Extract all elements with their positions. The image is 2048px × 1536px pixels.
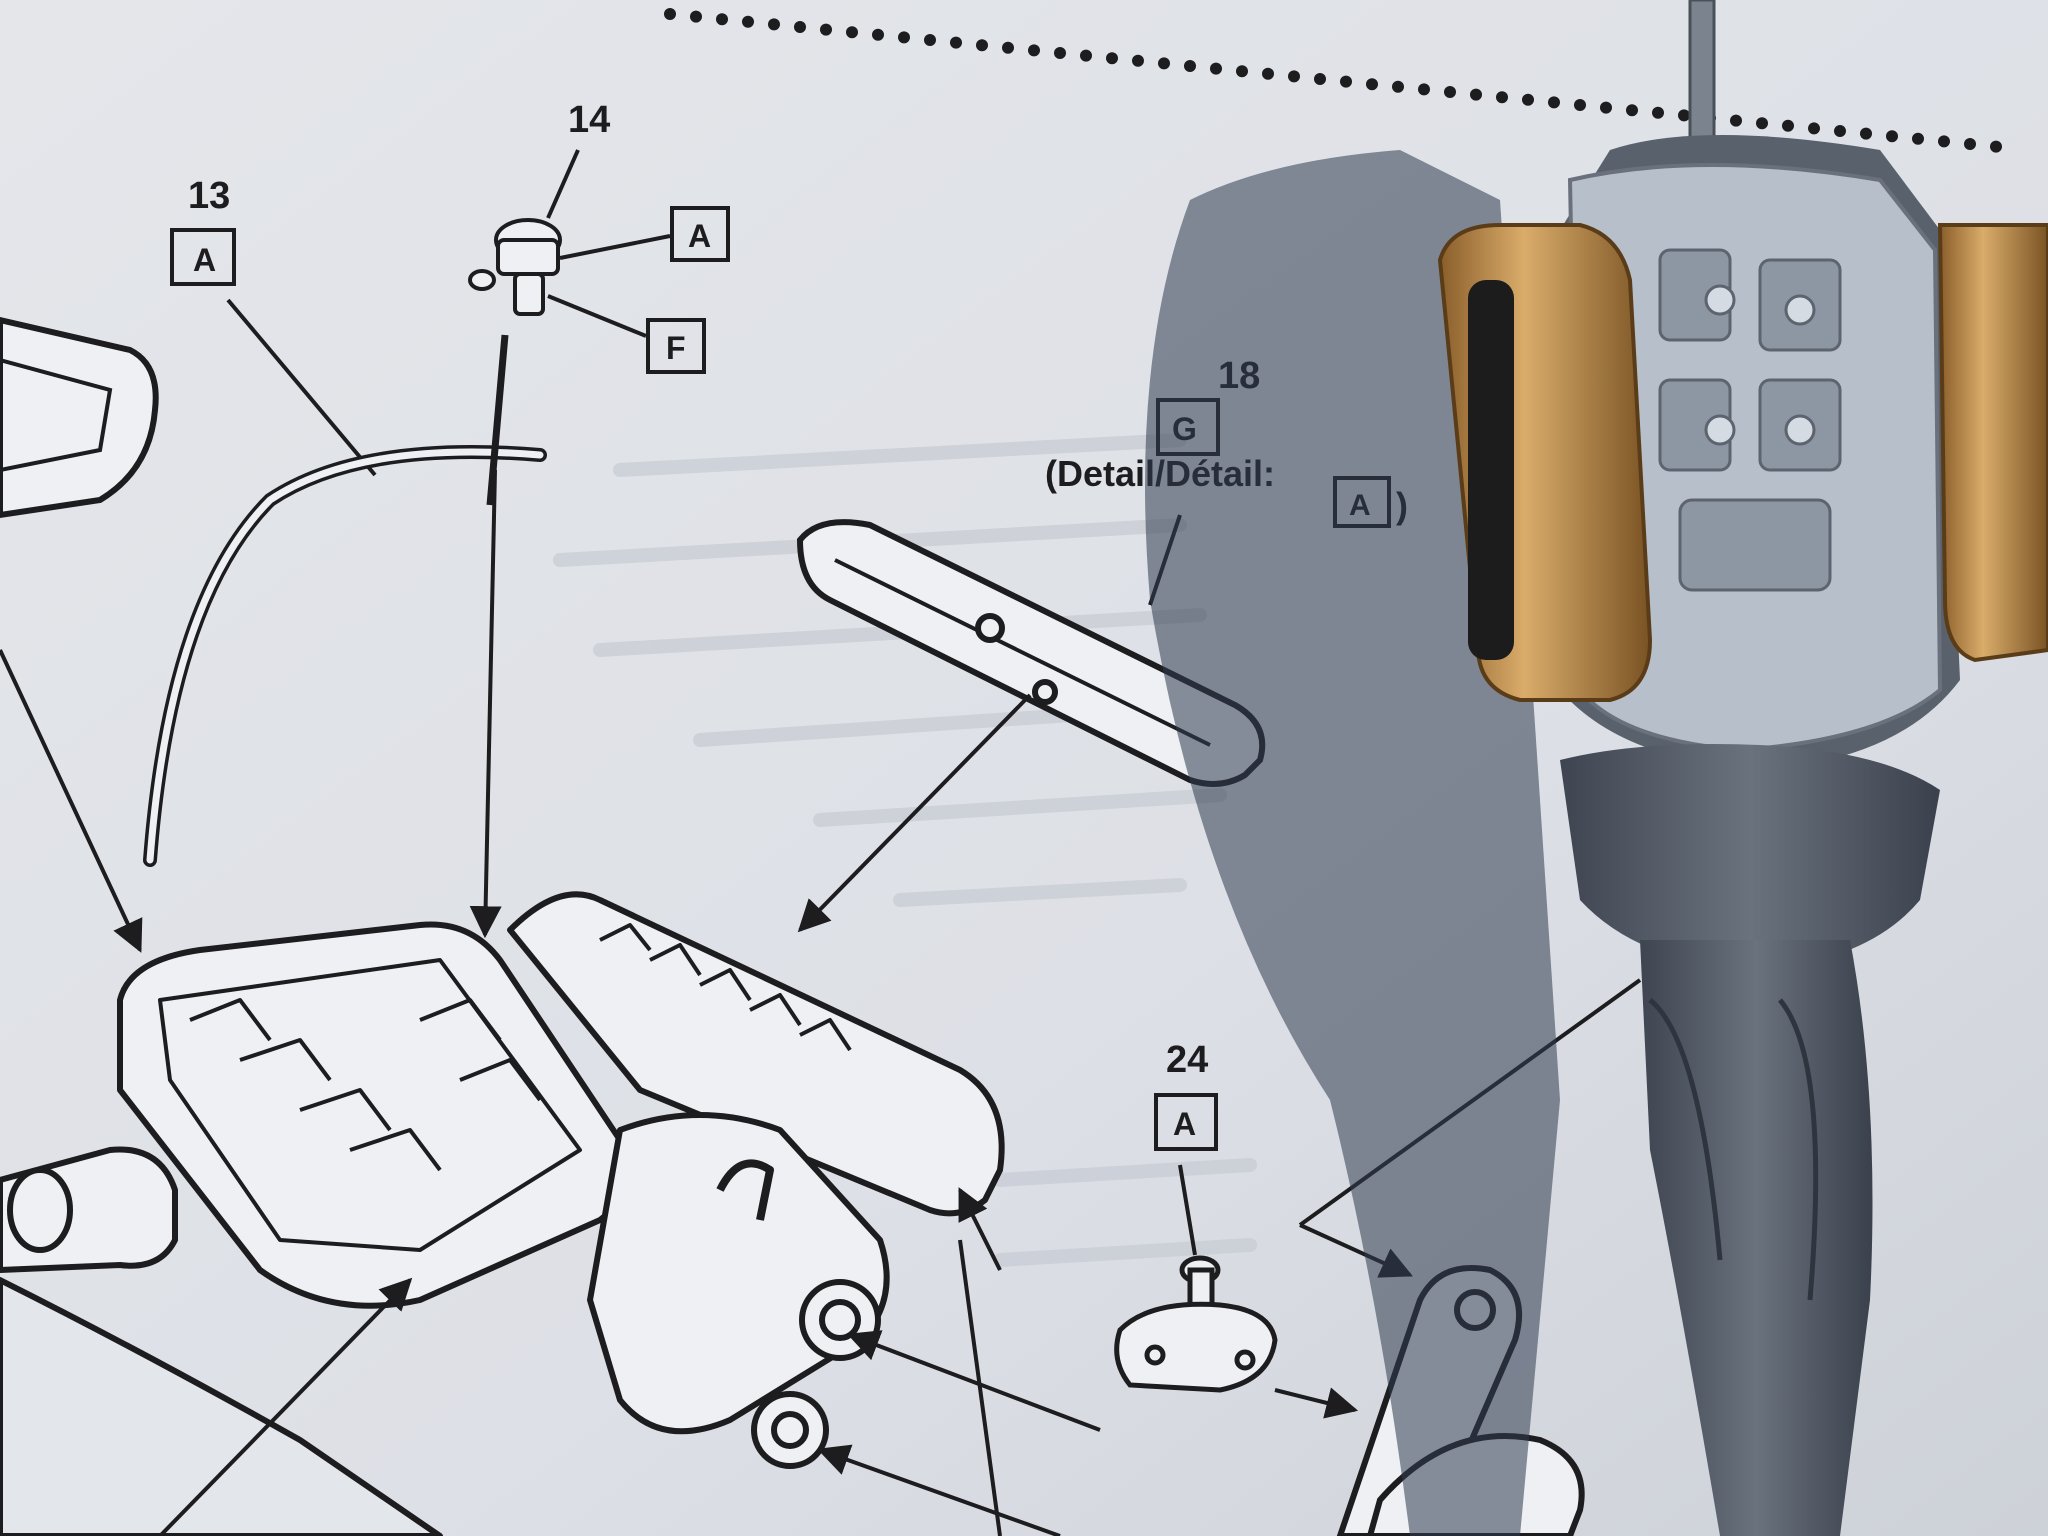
perforation-dot [1912, 132, 1924, 145]
perforation-dot [1808, 122, 1820, 135]
callout-part-13: 13 A [170, 175, 377, 477]
perforation-dot [1678, 109, 1690, 122]
perforation-dot [1340, 75, 1352, 88]
perforation-dot [1184, 60, 1196, 72]
perforation-dot [1028, 44, 1040, 57]
perforation-dot [1990, 140, 2002, 153]
perforation-dot [1236, 65, 1248, 78]
perforation-dot [1600, 101, 1612, 114]
perforation-dot [1522, 93, 1534, 106]
perforation-dot [1548, 96, 1560, 109]
perforation-dot [1054, 47, 1066, 59]
distributor-icon [468, 218, 562, 316]
perforation-dot [664, 8, 676, 20]
dotted-border [664, 8, 2002, 153]
perforation-dot [690, 10, 702, 23]
part-14-number: 14 [568, 99, 610, 141]
perforation-dot [1886, 130, 1898, 143]
perforation-dot [924, 34, 936, 46]
perforation-dot [1574, 99, 1586, 111]
perforation-dot [1444, 86, 1456, 98]
engine-shadow [1145, 150, 1560, 1536]
perforation-dot [1964, 138, 1976, 150]
perforation-dot [1626, 104, 1638, 117]
perforation-dot [768, 18, 780, 31]
perforation-dot [716, 13, 728, 26]
perforation-dot [1366, 78, 1378, 91]
perforation-dot [1470, 88, 1482, 101]
callout-part-24: 24 A [1114, 1039, 1359, 1419]
perforation-dot [1938, 135, 1950, 148]
perforation-dot [1288, 70, 1300, 83]
perforation-dot [950, 36, 962, 49]
perforation-dot [1106, 52, 1118, 65]
perforation-dot [1132, 54, 1144, 67]
perforation-dot [976, 39, 988, 52]
part-13-number: 13 [188, 175, 230, 217]
alternator-bracket-icon [1114, 1255, 1278, 1393]
perforation-dot [742, 15, 754, 28]
engine-drawing-icon [0, 891, 1005, 1536]
perforation-dot [1002, 41, 1014, 54]
perforation-dot [1496, 91, 1508, 104]
part-14-ref-a: A [688, 218, 711, 254]
perforation-dot [1392, 80, 1404, 93]
perforation-dot [820, 23, 832, 36]
perforation-dot [1314, 73, 1326, 85]
perforation-dot [1210, 62, 1222, 75]
perforation-dot [1080, 49, 1092, 62]
perforation-dot [898, 31, 910, 44]
perforation-dot [1782, 119, 1794, 132]
model-engine-icon [1437, 0, 2048, 1536]
perforation-dot [1730, 114, 1742, 127]
callout-part-14: 14 A F [468, 99, 730, 939]
perforation-dot [1860, 127, 1872, 140]
part-13-ref: A [193, 242, 216, 278]
perforation-dot [846, 26, 858, 39]
part-14-ref-f: F [666, 330, 686, 366]
perforation-dot [872, 28, 884, 41]
perforation-dot [1418, 83, 1430, 96]
perforation-dot [1756, 117, 1768, 130]
perforation-dot [1262, 67, 1274, 80]
part-24-number: 24 [1166, 1039, 1208, 1081]
part-24-ref: A [1173, 1106, 1196, 1142]
perforation-dot [1158, 57, 1170, 70]
perforation-dot [1652, 106, 1664, 119]
perforation-dot [1834, 125, 1846, 137]
perforation-dot [794, 21, 806, 33]
